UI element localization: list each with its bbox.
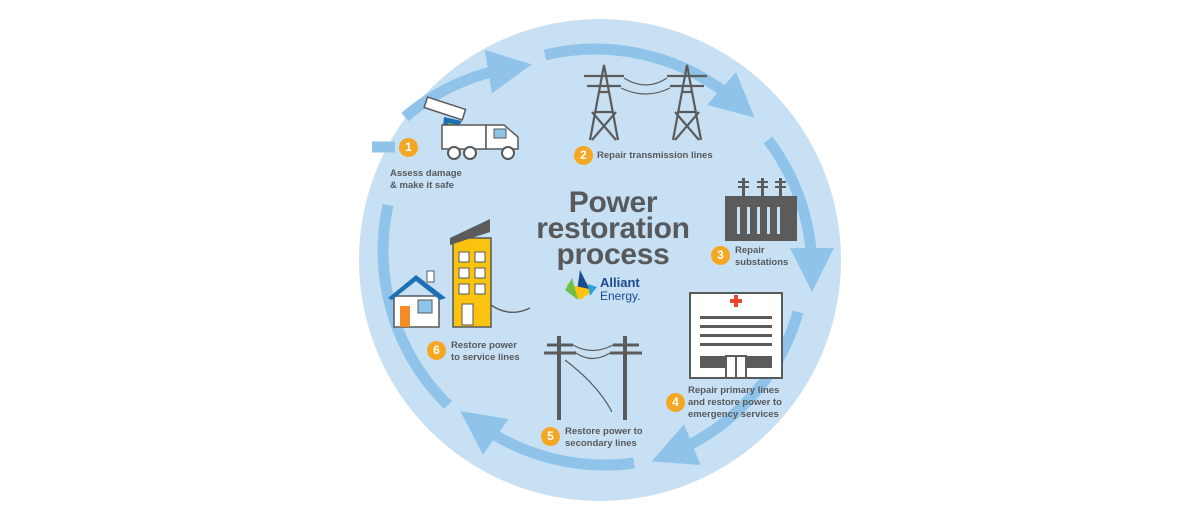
step-6-label: Restore power to service lines	[451, 340, 520, 363]
diagram-title-line-1: Power	[568, 186, 658, 219]
utility-poles-icon	[544, 336, 642, 420]
step-4-badge: 4	[666, 393, 685, 412]
diagram-title-line-3: process	[556, 238, 670, 271]
brand-name-line-1: Alliant	[600, 275, 640, 290]
cycle-arrow-1	[401, 49, 532, 122]
cycle-arrow-5	[460, 411, 635, 471]
cycle-arrow-4	[651, 310, 804, 466]
step-1-badge: 1	[399, 138, 418, 157]
cycle-arrow-3	[763, 136, 834, 292]
step-5-label: Restore power to secondary lines	[565, 426, 643, 449]
cycle-arrow-2	[543, 43, 755, 118]
step-5-badge: 5	[541, 427, 560, 446]
transmission-towers-icon	[584, 64, 707, 141]
bucket-truck-icon	[423, 96, 519, 160]
step-4-label: Repair primary lines and restore power t…	[688, 385, 782, 420]
hospital-icon	[689, 292, 783, 379]
brand-name-line-2: Energy.	[600, 289, 641, 303]
alliant-energy-logo-mark	[565, 270, 597, 300]
house-and-building-icon	[388, 219, 531, 328]
cycle-arrows	[372, 43, 834, 471]
step-3-label: Repair substations	[735, 245, 789, 268]
substation-icon	[725, 178, 797, 241]
diagram-title-line-2: restoration	[536, 212, 690, 245]
cycle-arrow-6	[377, 203, 452, 409]
step-2-badge: 2	[574, 146, 593, 165]
step-2-label: Repair transmission lines	[597, 150, 713, 161]
step-6-badge: 6	[427, 341, 446, 360]
step-1-label: Assess damage & make it safe	[390, 168, 462, 191]
step-3-badge: 3	[711, 246, 730, 265]
